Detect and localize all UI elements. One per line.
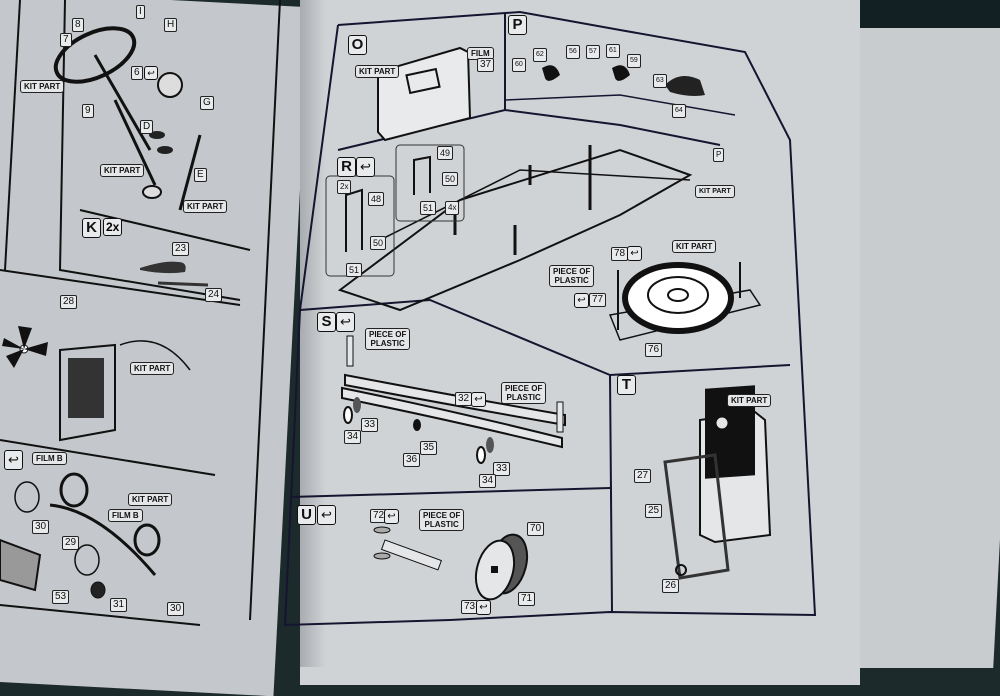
steering-wheel-drawing <box>53 26 137 84</box>
part-number: 63 <box>653 74 667 88</box>
return-arrow-icon: ↩ <box>336 312 355 332</box>
return-arrow-icon: ↩ <box>471 392 486 407</box>
return-arrow-icon: ↩ <box>384 509 399 524</box>
kit-part-label: KIT PART <box>130 362 175 375</box>
part-number: H <box>164 18 178 32</box>
part-number: 27 <box>634 469 652 483</box>
piece-of-plastic-label: PIECE OF PLASTIC <box>501 382 547 404</box>
part-number: 26 <box>662 579 680 593</box>
part-number: 59 <box>627 54 641 68</box>
return-arrow-icon: ↩ <box>144 66 158 80</box>
part-number: 35 <box>420 441 438 455</box>
part-number: 51 <box>346 263 363 277</box>
part-number: G <box>200 96 214 110</box>
part-number: 48 <box>368 192 385 206</box>
part-number: 33 <box>361 418 379 432</box>
part-number: 51 <box>420 201 437 215</box>
part-number: 9 <box>82 104 94 118</box>
return-arrow-icon: ↩ <box>4 450 23 470</box>
part-number: 62 <box>533 48 547 62</box>
part-number: 23 <box>172 242 190 256</box>
step-letter: U <box>297 505 316 525</box>
part-number: 78 <box>611 247 629 261</box>
part-number: 28 <box>60 295 78 309</box>
multiplier-badge: 4x <box>445 201 460 215</box>
part-number: 70 <box>527 522 545 536</box>
left-page-content: 8 7 I H 6 ↩ G 9 D E KIT PART KIT PART KI… <box>0 0 310 667</box>
part-number: 37 <box>477 58 495 72</box>
part-number: 30 <box>167 602 185 616</box>
kit-part-label: KIT PART <box>727 394 772 407</box>
part-number: 64 <box>672 104 686 118</box>
part-number: D <box>140 120 154 134</box>
part-number: I <box>136 5 145 19</box>
part-number: 32 <box>455 392 473 406</box>
part-number: 76 <box>645 343 663 357</box>
part-number: 77 <box>589 293 607 307</box>
left-page-lines <box>0 0 281 626</box>
multiplier-badge: 2x <box>103 218 123 236</box>
film-label: FILM B <box>108 509 143 522</box>
kit-part-label: KIT PART <box>183 200 228 213</box>
piece-of-plastic-label: PIECE OF PLASTIC <box>365 328 411 350</box>
return-arrow-icon: ↩ <box>356 157 375 177</box>
step-letter: P <box>508 15 527 35</box>
part-number: 25 <box>645 504 663 518</box>
part-number: 50 <box>370 236 387 250</box>
step-letter: R <box>337 157 356 177</box>
part-number: 34 <box>479 474 497 488</box>
part-number: 56 <box>566 45 580 59</box>
step-letter: K <box>82 218 101 238</box>
kit-part-label: KIT PART <box>128 493 173 506</box>
part-number: 36 <box>403 453 421 467</box>
part-number: 61 <box>606 44 620 58</box>
page-fold <box>300 0 326 667</box>
part-number: 30 <box>32 520 50 534</box>
film-label: FILM B <box>32 452 67 465</box>
right-page-content: O KIT PART FILM 37 P 60 62 56 57 61 59 6… <box>283 10 817 627</box>
kit-part-label: KIT PART <box>695 185 735 198</box>
piece-of-plastic-label: PIECE OF PLASTIC <box>549 265 595 287</box>
part-number: E <box>194 168 207 182</box>
piece-of-plastic-label: PIECE OF PLASTIC <box>419 509 465 531</box>
part-number: 6 <box>131 66 143 80</box>
return-arrow-icon: ↩ <box>627 246 642 261</box>
part-number: 34 <box>344 430 362 444</box>
part-number: 53 <box>52 590 70 604</box>
part-number: 71 <box>518 592 536 606</box>
part-number: 7 <box>60 33 72 47</box>
return-arrow-icon: ↩ <box>574 293 589 308</box>
part-number: 50 <box>442 172 459 186</box>
part-number: 24 <box>205 288 223 302</box>
kit-part-label: KIT PART <box>672 240 717 253</box>
part-number: 57 <box>586 45 600 59</box>
kit-part-label: KIT PART <box>355 65 400 78</box>
step-letter: T <box>617 375 636 395</box>
return-arrow-icon: ↩ <box>476 600 491 615</box>
part-number: 31 <box>110 598 128 612</box>
part-number: 49 <box>437 146 454 160</box>
right-page-frames <box>283 10 817 627</box>
part-number: 29 <box>62 536 80 550</box>
part-reference: P <box>713 148 725 162</box>
step-letter: O <box>348 35 367 55</box>
part-number: 8 <box>72 18 84 32</box>
multiplier-badge: 2x <box>337 180 352 194</box>
step-letter: S <box>317 312 336 332</box>
kit-part-label: KIT PART <box>100 164 145 177</box>
part-number: 60 <box>512 58 526 72</box>
part-number: 33 <box>493 462 511 476</box>
kit-part-label: KIT PART <box>20 80 65 93</box>
return-arrow-icon: ↩ <box>317 505 336 525</box>
